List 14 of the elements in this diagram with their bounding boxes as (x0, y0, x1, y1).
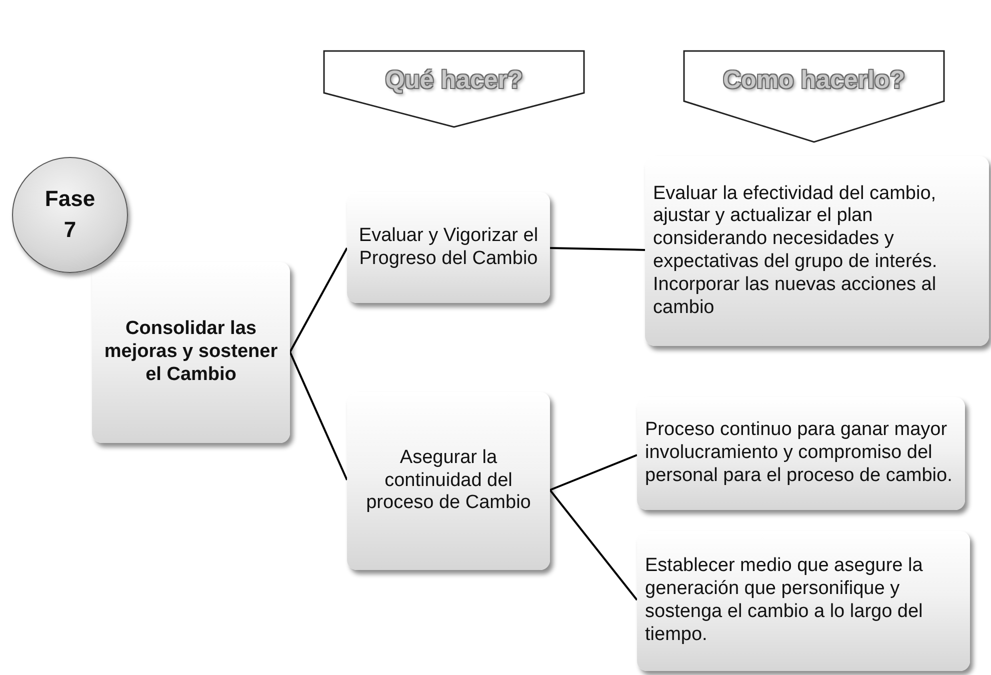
process-box: Evaluar y Vigorizar el Progreso del Cambio (347, 192, 550, 303)
process-box: Asegurar la continuidad del proceso de Cambio (347, 392, 550, 570)
connector-line (289, 352, 348, 480)
process-box: Proceso continuo para ganar mayor involucramiento y compromiso del personal para el proceso de cambio. (637, 397, 965, 510)
connector-line (550, 247, 646, 251)
heading-text: Qué hacer? (384, 66, 524, 95)
connector-line (550, 454, 638, 491)
process-box: Evaluar la efectividad del cambio, ajustar y actualizar el plan considerando necesidades y expectativas del grupo de interés. Incorporar las nuevas acciones al cambio (645, 156, 989, 346)
process-box: Consolidar las mejoras y sostener el Cambio (92, 262, 290, 443)
phase-circle: Fase 7 (12, 157, 128, 273)
connector-line (549, 489, 638, 601)
process-box: Establecer medio que asegure la generación que personifique y sostenga el cambio a lo largo del tiempo. (637, 531, 970, 671)
heading-text: Como hacerlo? (722, 66, 906, 95)
connector-line (289, 248, 348, 352)
